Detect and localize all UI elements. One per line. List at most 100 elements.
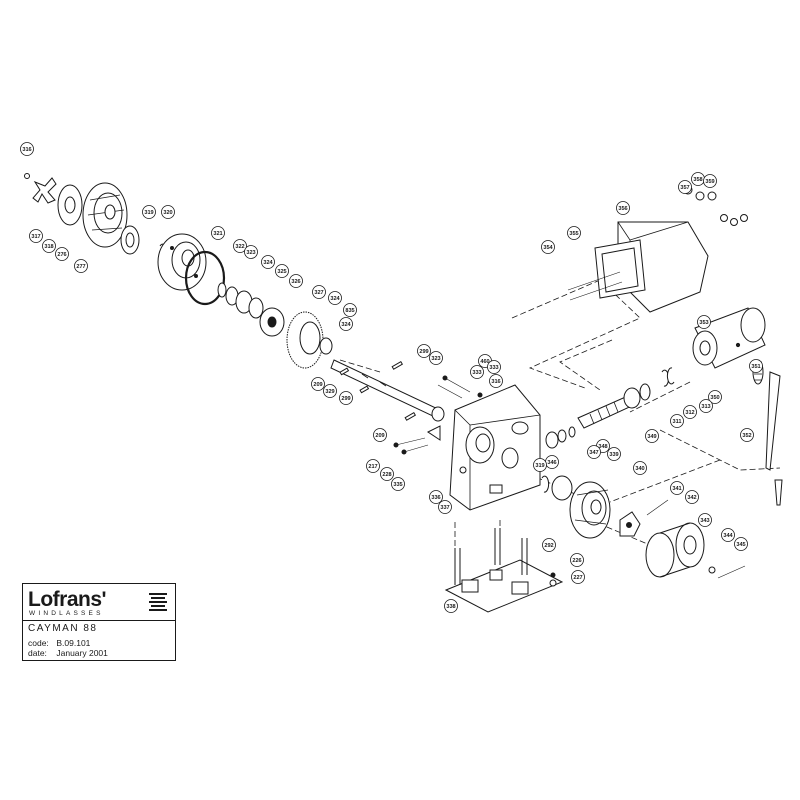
callout-label: 329 xyxy=(325,389,334,395)
gearbox-housing-part xyxy=(449,384,541,511)
worm-shaft-part xyxy=(577,383,651,429)
gypsy-part xyxy=(569,481,611,539)
callout-label: 351 xyxy=(751,364,760,370)
callout-label: 319 xyxy=(535,463,544,469)
callout-label: 299 xyxy=(419,349,428,355)
callout-276: 276 xyxy=(55,247,69,261)
callout-354: 354 xyxy=(541,240,555,254)
callout-324: 324 xyxy=(328,291,342,305)
handle-part xyxy=(752,359,783,506)
callout-359: 359 xyxy=(703,174,717,188)
callout-324: 324 xyxy=(261,255,275,269)
callout-label: 335 xyxy=(393,482,402,488)
callout-329: 329 xyxy=(323,384,337,398)
callout-label: 318 xyxy=(44,244,53,250)
callout-340: 340 xyxy=(633,461,647,475)
callout-label: 346 xyxy=(547,460,556,466)
callout-label: 319 xyxy=(144,210,153,216)
callout-label: 343 xyxy=(700,518,709,524)
callout-label: 358 xyxy=(693,177,702,183)
callout-label: 313 xyxy=(701,404,710,410)
callout-label: 327 xyxy=(314,290,323,296)
seal-ring-part xyxy=(541,475,573,501)
callout-label: 835 xyxy=(345,308,354,314)
callout-344: 344 xyxy=(721,528,735,542)
callout-336: 336 xyxy=(429,490,443,504)
clutch-ring-part xyxy=(120,225,140,255)
nuts-part xyxy=(683,185,748,226)
callout-316: 316 xyxy=(489,374,503,388)
title-block: Lofrans' WINDLASSES CAYMAN 88 code: B.09… xyxy=(22,583,176,661)
callout-label: 209 xyxy=(375,433,384,439)
callout-label: 316 xyxy=(491,379,500,385)
callout-label: 324 xyxy=(330,296,340,302)
gasket-part xyxy=(567,239,646,301)
code-value: B.09.101 xyxy=(56,638,91,648)
callout-label: 311 xyxy=(672,419,681,425)
windlass-logo-icon xyxy=(149,593,167,611)
callout-318: 318 xyxy=(42,239,56,253)
washers-stack-part xyxy=(217,282,264,319)
callout-label: 228 xyxy=(382,472,391,478)
callout-label: 323 xyxy=(431,356,440,362)
callout-label: 460 xyxy=(480,359,489,365)
brand-subtitle: WINDLASSES xyxy=(29,610,104,617)
callout-label: 324 xyxy=(341,322,351,328)
callout-label: 353 xyxy=(699,320,708,326)
callout-320: 320 xyxy=(161,205,175,219)
warping-drum-part xyxy=(645,522,705,578)
callout-277: 277 xyxy=(74,259,88,273)
callout-label: 359 xyxy=(705,179,714,185)
callout-label: 349 xyxy=(647,434,656,440)
worm-gear-part xyxy=(286,311,333,369)
callout-338: 338 xyxy=(444,599,458,613)
callout-347: 347 xyxy=(587,445,601,459)
callout-341: 341 xyxy=(670,481,684,495)
callout-226: 226 xyxy=(570,553,584,567)
callout-label: 325 xyxy=(277,269,286,275)
callout-label: 341 xyxy=(672,486,681,492)
brand-name: Lofrans' xyxy=(28,588,107,611)
callout-337: 337 xyxy=(438,500,452,514)
callout-label: 344 xyxy=(723,533,733,539)
callout-228: 228 xyxy=(380,467,394,481)
callout-label: 326 xyxy=(291,279,300,285)
callout-label: 339 xyxy=(609,452,618,458)
code-label: code: xyxy=(28,638,49,648)
callout-343: 343 xyxy=(698,513,712,527)
keys-part xyxy=(339,360,417,421)
callout-209: 209 xyxy=(311,377,325,391)
drum-part xyxy=(82,182,128,248)
callout-227: 227 xyxy=(571,570,585,584)
callout-355: 355 xyxy=(567,226,581,240)
callout-342: 342 xyxy=(685,490,699,504)
callout-317: 317 xyxy=(29,229,43,243)
callout-312: 312 xyxy=(683,405,697,419)
callout-299: 299 xyxy=(417,344,431,358)
circlips-right-part xyxy=(661,367,675,387)
bolts-part xyxy=(393,375,483,455)
callout-327: 327 xyxy=(312,285,326,299)
callout-356: 356 xyxy=(616,201,630,215)
callout-label: 321 xyxy=(213,231,222,237)
callout-label: 324 xyxy=(263,260,273,266)
callout-label: 317 xyxy=(31,234,40,240)
callout-label: 345 xyxy=(736,542,745,548)
drum-bolt-part xyxy=(708,565,746,579)
callout-324: 324 xyxy=(339,317,353,331)
code-row: code: B.09.101 xyxy=(28,638,90,648)
callout-label: 338 xyxy=(446,604,455,610)
callout-319: 319 xyxy=(533,458,547,472)
date-label: date: xyxy=(28,648,47,658)
callout-323: 323 xyxy=(429,351,443,365)
callout-label: 333 xyxy=(472,370,481,376)
callout-label: 320 xyxy=(163,210,172,216)
callout-label: 342 xyxy=(687,495,696,501)
small-bearings-part xyxy=(545,426,576,449)
callout-label: 350 xyxy=(710,395,719,401)
callout-label: 354 xyxy=(543,245,553,251)
clutch-plate-part xyxy=(619,499,669,537)
callout-346: 346 xyxy=(545,455,559,469)
callout-335: 335 xyxy=(391,477,405,491)
